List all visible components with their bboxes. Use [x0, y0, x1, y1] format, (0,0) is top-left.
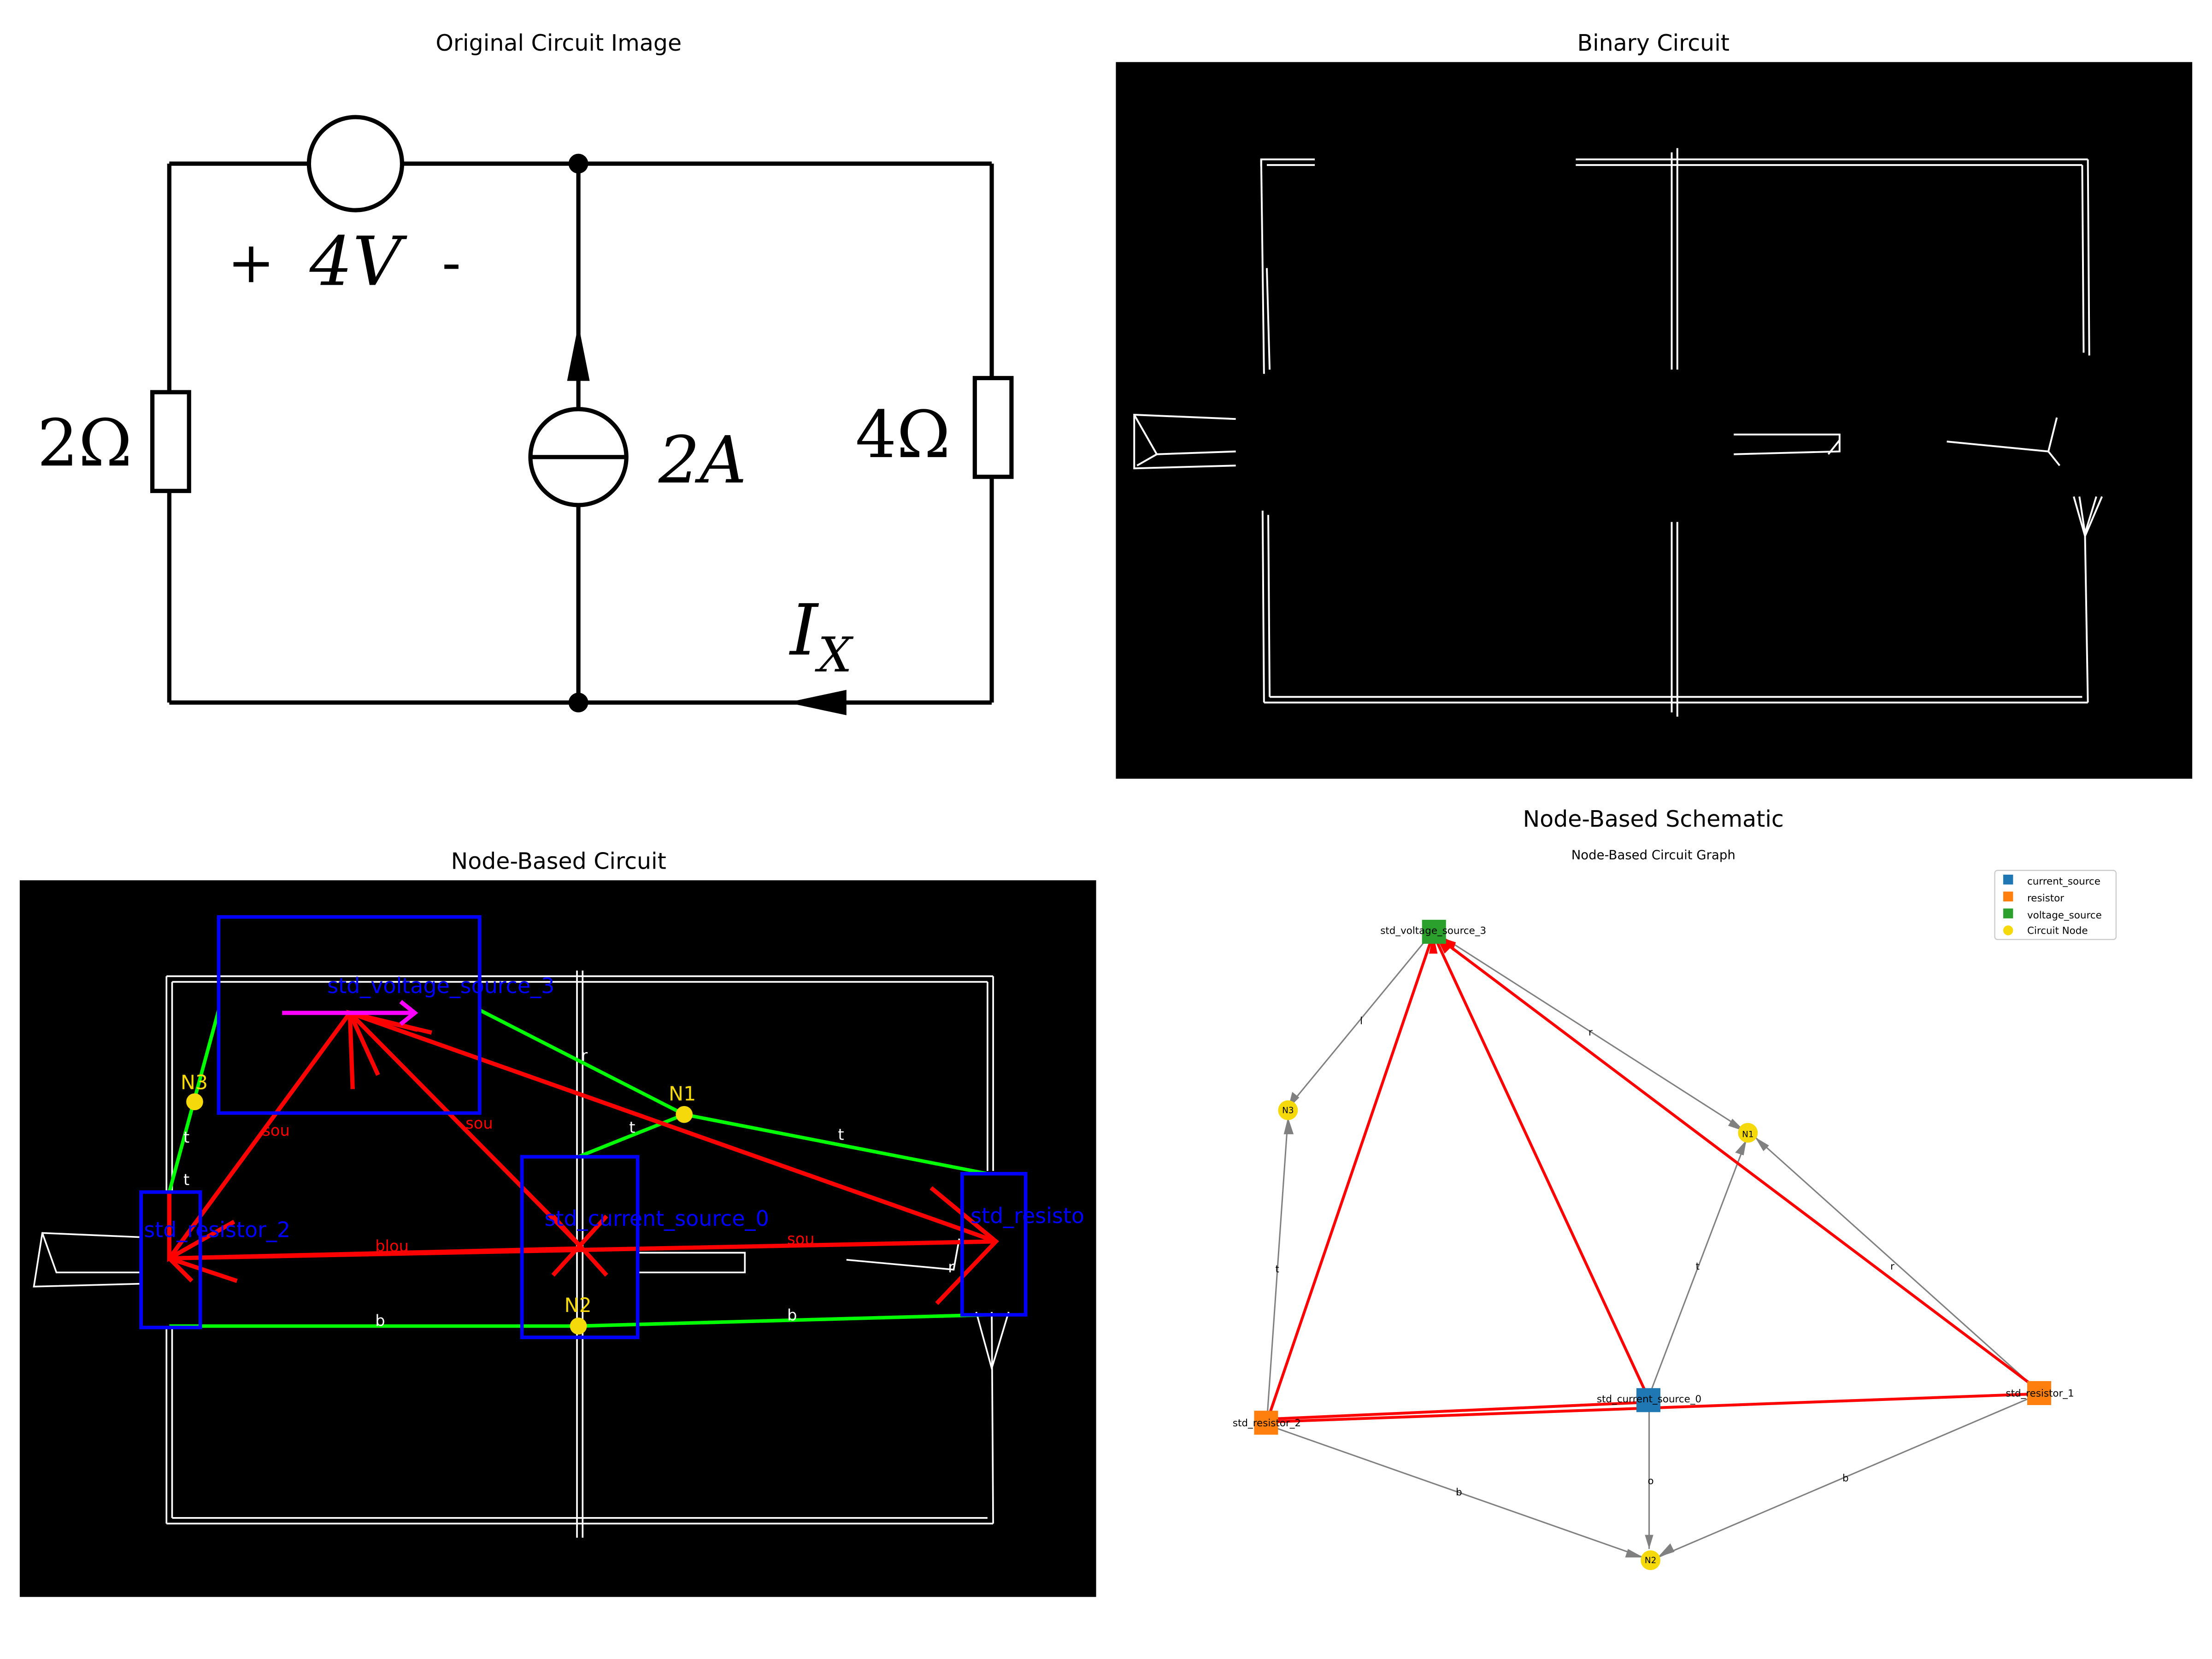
magenta-arrow	[282, 1000, 418, 1026]
resistor-4ohm-symbol	[972, 376, 1014, 479]
schematic-label-current-source: std_current_source_0	[1597, 1394, 1701, 1405]
schematic-node-n2	[1641, 1550, 1661, 1571]
ix-subscript: X	[815, 627, 854, 683]
ix-arrow	[787, 689, 847, 716]
voltage-source-symbol	[306, 115, 405, 212]
legend-swatch-circuit-node	[2003, 925, 2013, 935]
schematic-edge-label-t-2: t	[1696, 1261, 1700, 1272]
binary-panel-title: Binary Circuit	[1577, 30, 1730, 56]
schematic-subtitle: Node-Based Circuit Graph	[1571, 847, 1735, 862]
schematic-node-n3	[1278, 1100, 1298, 1120]
current-source-label: 2A	[658, 423, 747, 498]
edge-label-blou: blou	[375, 1237, 409, 1255]
node-dot-n1	[676, 1106, 693, 1123]
edge-label-r-2: r	[948, 1258, 954, 1276]
component-label-resistor-right: std_resisto	[971, 1203, 1084, 1228]
original-panel-title: Original Circuit Image	[435, 30, 682, 56]
edge-label-sou-3: sou	[787, 1230, 814, 1248]
schematic-label-n1: N1	[1742, 1130, 1753, 1139]
schematic-edge-label-r-1: r	[1588, 1027, 1593, 1038]
node-label-n3: N3	[181, 1071, 208, 1094]
schematic-panel-title: Node-Based Schematic	[1523, 806, 1784, 832]
schematic-edge-label-b-2: b	[1842, 1472, 1849, 1484]
edge-label-sou-2: sou	[465, 1114, 493, 1132]
edge-label-t-1: t	[183, 1129, 189, 1147]
schematic-node-current-source	[1636, 1388, 1661, 1412]
schematic-node-voltage-source	[1422, 919, 1446, 944]
ix-label: IX	[788, 589, 853, 683]
node-dot-n2	[570, 1318, 587, 1335]
edge-label-t-4: t	[183, 1171, 189, 1188]
legend-swatch-resistor	[2003, 891, 2013, 902]
schematic-label-resistor-1: std_resistor_1	[2006, 1388, 2074, 1400]
component-label-current: std_current_source_0	[545, 1206, 769, 1231]
v-value-label: 4V	[309, 222, 407, 301]
component-label-resistor-left: std_resistor_2	[144, 1218, 290, 1242]
legend-label-voltage-source: voltage_source	[2027, 910, 2102, 921]
schematic-gray-edges	[1266, 930, 2041, 1559]
box-current-source	[520, 1155, 640, 1339]
node-based-panel-title: Node-Based Circuit	[451, 848, 666, 875]
schematic-legend: current_source resistor voltage_source C…	[1994, 870, 2117, 940]
resistor-right-label: 4Ω	[855, 397, 950, 473]
legend-label-circuit-node: Circuit Node	[2027, 925, 2088, 937]
schematic-edge-label-r-2: r	[1890, 1261, 1894, 1272]
schematic-node-n1	[1738, 1123, 1758, 1143]
schematic-edge-label-b-1: b	[1456, 1487, 1462, 1498]
legend-swatch-voltage-source	[2003, 908, 2013, 918]
schematic-red-edges	[1265, 933, 2041, 1424]
resistor-2ohm-symbol	[150, 390, 191, 493]
schematic-node-resistor-1	[2027, 1381, 2052, 1405]
component-label-voltage: std_voltage_source_3	[327, 973, 554, 998]
edge-label-b-1: b	[375, 1312, 385, 1330]
binary-canvas	[1116, 62, 2193, 779]
junction-top	[568, 153, 588, 174]
legend-swatch-current-source	[2003, 874, 2013, 885]
box-voltage-source	[217, 915, 482, 1115]
junction-bottom	[568, 693, 588, 712]
current-arrow-up	[567, 324, 590, 381]
edge-label-sou-1: sou	[262, 1121, 289, 1139]
component-boxes	[139, 915, 1028, 1339]
legend-frame	[1994, 870, 2117, 940]
red-wires	[167, 1010, 999, 1305]
green-wires	[167, 1008, 988, 1328]
legend-label-resistor: resistor	[2027, 893, 2064, 904]
box-resistor-right	[960, 1172, 1028, 1317]
schematic-edge-label-l: l	[1360, 1015, 1363, 1027]
resistor-left-label: 2Ω	[37, 406, 132, 481]
binary-edges	[1133, 148, 2103, 717]
schematic-label-n2: N2	[1645, 1556, 1656, 1565]
legend-label-current-source: current_source	[2027, 876, 2100, 887]
schematic-node-resistor-2	[1254, 1411, 1278, 1435]
ix-symbol: I	[788, 589, 819, 671]
edge-label-t-3: t	[838, 1125, 844, 1143]
v-minus-label: -	[442, 229, 461, 295]
schematic-label-voltage-source: std_voltage_source_3	[1380, 925, 1486, 937]
node-label-n1: N1	[669, 1082, 696, 1106]
node-dot-n3	[186, 1093, 203, 1111]
schematic-label-resistor-2: std_resistor_2	[1233, 1418, 1301, 1429]
schematic-edge-label-t-1: t	[1275, 1264, 1279, 1275]
node-based-edges	[33, 971, 1010, 1538]
edge-label-b-2: b	[787, 1306, 797, 1324]
node-label-n2: N2	[564, 1294, 591, 1317]
edge-label-r-1: r	[581, 1047, 588, 1065]
edge-label-t-2: t	[629, 1118, 635, 1136]
schematic-edge-label-o: o	[1648, 1475, 1654, 1487]
box-resistor-left	[139, 1190, 202, 1330]
schematic-label-n3: N3	[1282, 1106, 1294, 1115]
v-plus-label: +	[228, 229, 275, 295]
